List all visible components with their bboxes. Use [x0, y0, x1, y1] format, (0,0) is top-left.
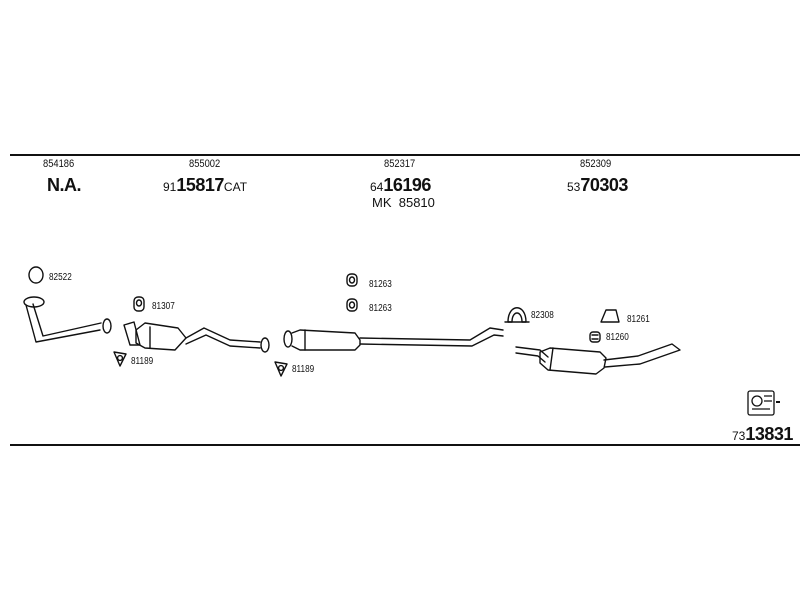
col2-number: 15817: [176, 175, 224, 195]
col2-ref: 855002: [189, 158, 221, 170]
part-label-gasket-a: 82522: [49, 272, 72, 283]
catalog-main: 13831: [745, 424, 793, 444]
gasket-icon: [113, 351, 127, 367]
col4-number: 70303: [580, 175, 628, 195]
clamp-icon: [133, 296, 145, 312]
part-label-clamp-rear: 82308: [531, 310, 554, 321]
hanger-icon: [589, 331, 601, 343]
part-label-hanger-mid: 81263: [369, 303, 392, 314]
catalytic-converter-icon: [123, 321, 270, 353]
part-label-clamp-cat: 81307: [152, 301, 175, 312]
top-rule: [10, 154, 800, 156]
clamp-icon: [507, 307, 527, 323]
col3-sub-a: MK: [372, 195, 392, 210]
manual-icon: [747, 390, 780, 416]
gasket-icon: [274, 361, 288, 377]
col2-suffix: CAT: [223, 180, 248, 194]
col1-main: N.A.: [47, 175, 82, 195]
col3-ref: 852317: [384, 158, 416, 170]
bottom-rule: [10, 444, 800, 446]
col2-main: 9115817CAT: [163, 175, 247, 196]
col3-sub-b: 85810: [398, 195, 435, 210]
col3-sub: MK 85810: [372, 195, 435, 210]
gasket-icon: [28, 266, 44, 284]
col4-main: 5370303: [567, 175, 628, 196]
catalog-number: 7313831: [732, 424, 793, 445]
hanger-icon: [600, 309, 620, 323]
col3-number: 16196: [383, 175, 431, 195]
part-label-gasket-b: 81189: [131, 356, 154, 367]
col3-main: 6416196: [370, 175, 431, 196]
part-label-hanger-rear: 81261: [627, 314, 650, 325]
muffler-icon: [283, 329, 361, 351]
col4-ref: 852309: [580, 158, 612, 170]
col3-prefix: 64: [370, 180, 384, 194]
col2-prefix: 91: [163, 180, 177, 194]
col1-ref: 854186: [43, 158, 75, 170]
front-pipe-icon: [23, 296, 112, 343]
part-label-hanger-rear-b: 81260: [606, 332, 629, 343]
hanger-icon: [346, 273, 358, 287]
hanger-icon: [346, 298, 358, 312]
part-label-gasket-c: 81189: [292, 364, 315, 375]
catalog-prefix: 73: [732, 429, 746, 443]
col4-prefix: 53: [567, 180, 581, 194]
part-label-hanger-top: 81263: [369, 279, 392, 290]
muffler-icon: [515, 343, 681, 375]
